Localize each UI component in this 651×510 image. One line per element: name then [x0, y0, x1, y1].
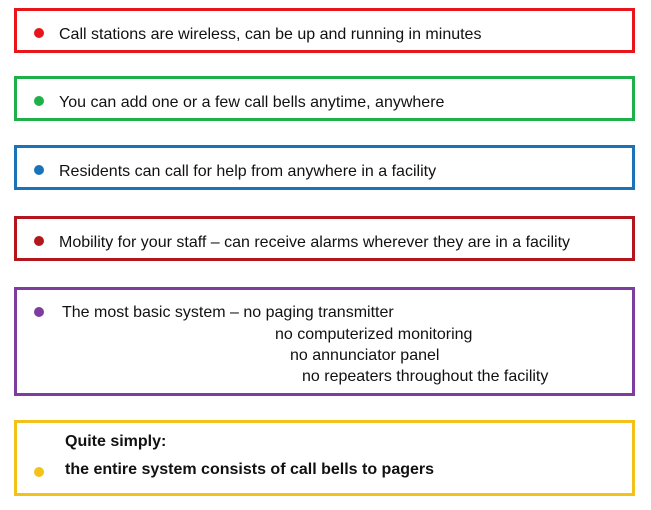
bullet-icon: [34, 236, 44, 246]
feature-text-line-4: no repeaters throughout the facility: [302, 368, 549, 385]
feature-text-line-1: The most basic system – no paging transm…: [62, 304, 394, 321]
feature-box-4: Mobility for your staff – can receive al…: [14, 216, 635, 261]
feature-box-2: You can add one or a few call bells anyt…: [14, 76, 635, 121]
bullet-icon: [34, 28, 44, 38]
feature-box-5: The most basic system – no paging transm…: [14, 287, 635, 396]
summary-heading: Quite simply:: [65, 433, 167, 450]
feature-text-line-3: no annunciator panel: [290, 347, 440, 364]
bullet-icon: [34, 165, 44, 175]
feature-box-3: Residents can call for help from anywher…: [14, 145, 635, 190]
bullet-icon: [34, 96, 44, 106]
bullet-icon: [34, 307, 44, 317]
feature-box-6: Quite simply: the entire system consists…: [14, 420, 635, 496]
feature-box-1: Call stations are wireless, can be up an…: [14, 8, 635, 53]
bullet-icon: [34, 467, 44, 477]
feature-text: Call stations are wireless, can be up an…: [59, 26, 482, 43]
summary-text: the entire system consists of call bells…: [65, 461, 435, 478]
feature-text-line-2: no computerized monitoring: [275, 326, 473, 343]
feature-text: You can add one or a few call bells anyt…: [59, 94, 445, 111]
feature-text: Residents can call for help from anywher…: [59, 163, 437, 180]
feature-text: Mobility for your staff – can receive al…: [59, 234, 571, 251]
